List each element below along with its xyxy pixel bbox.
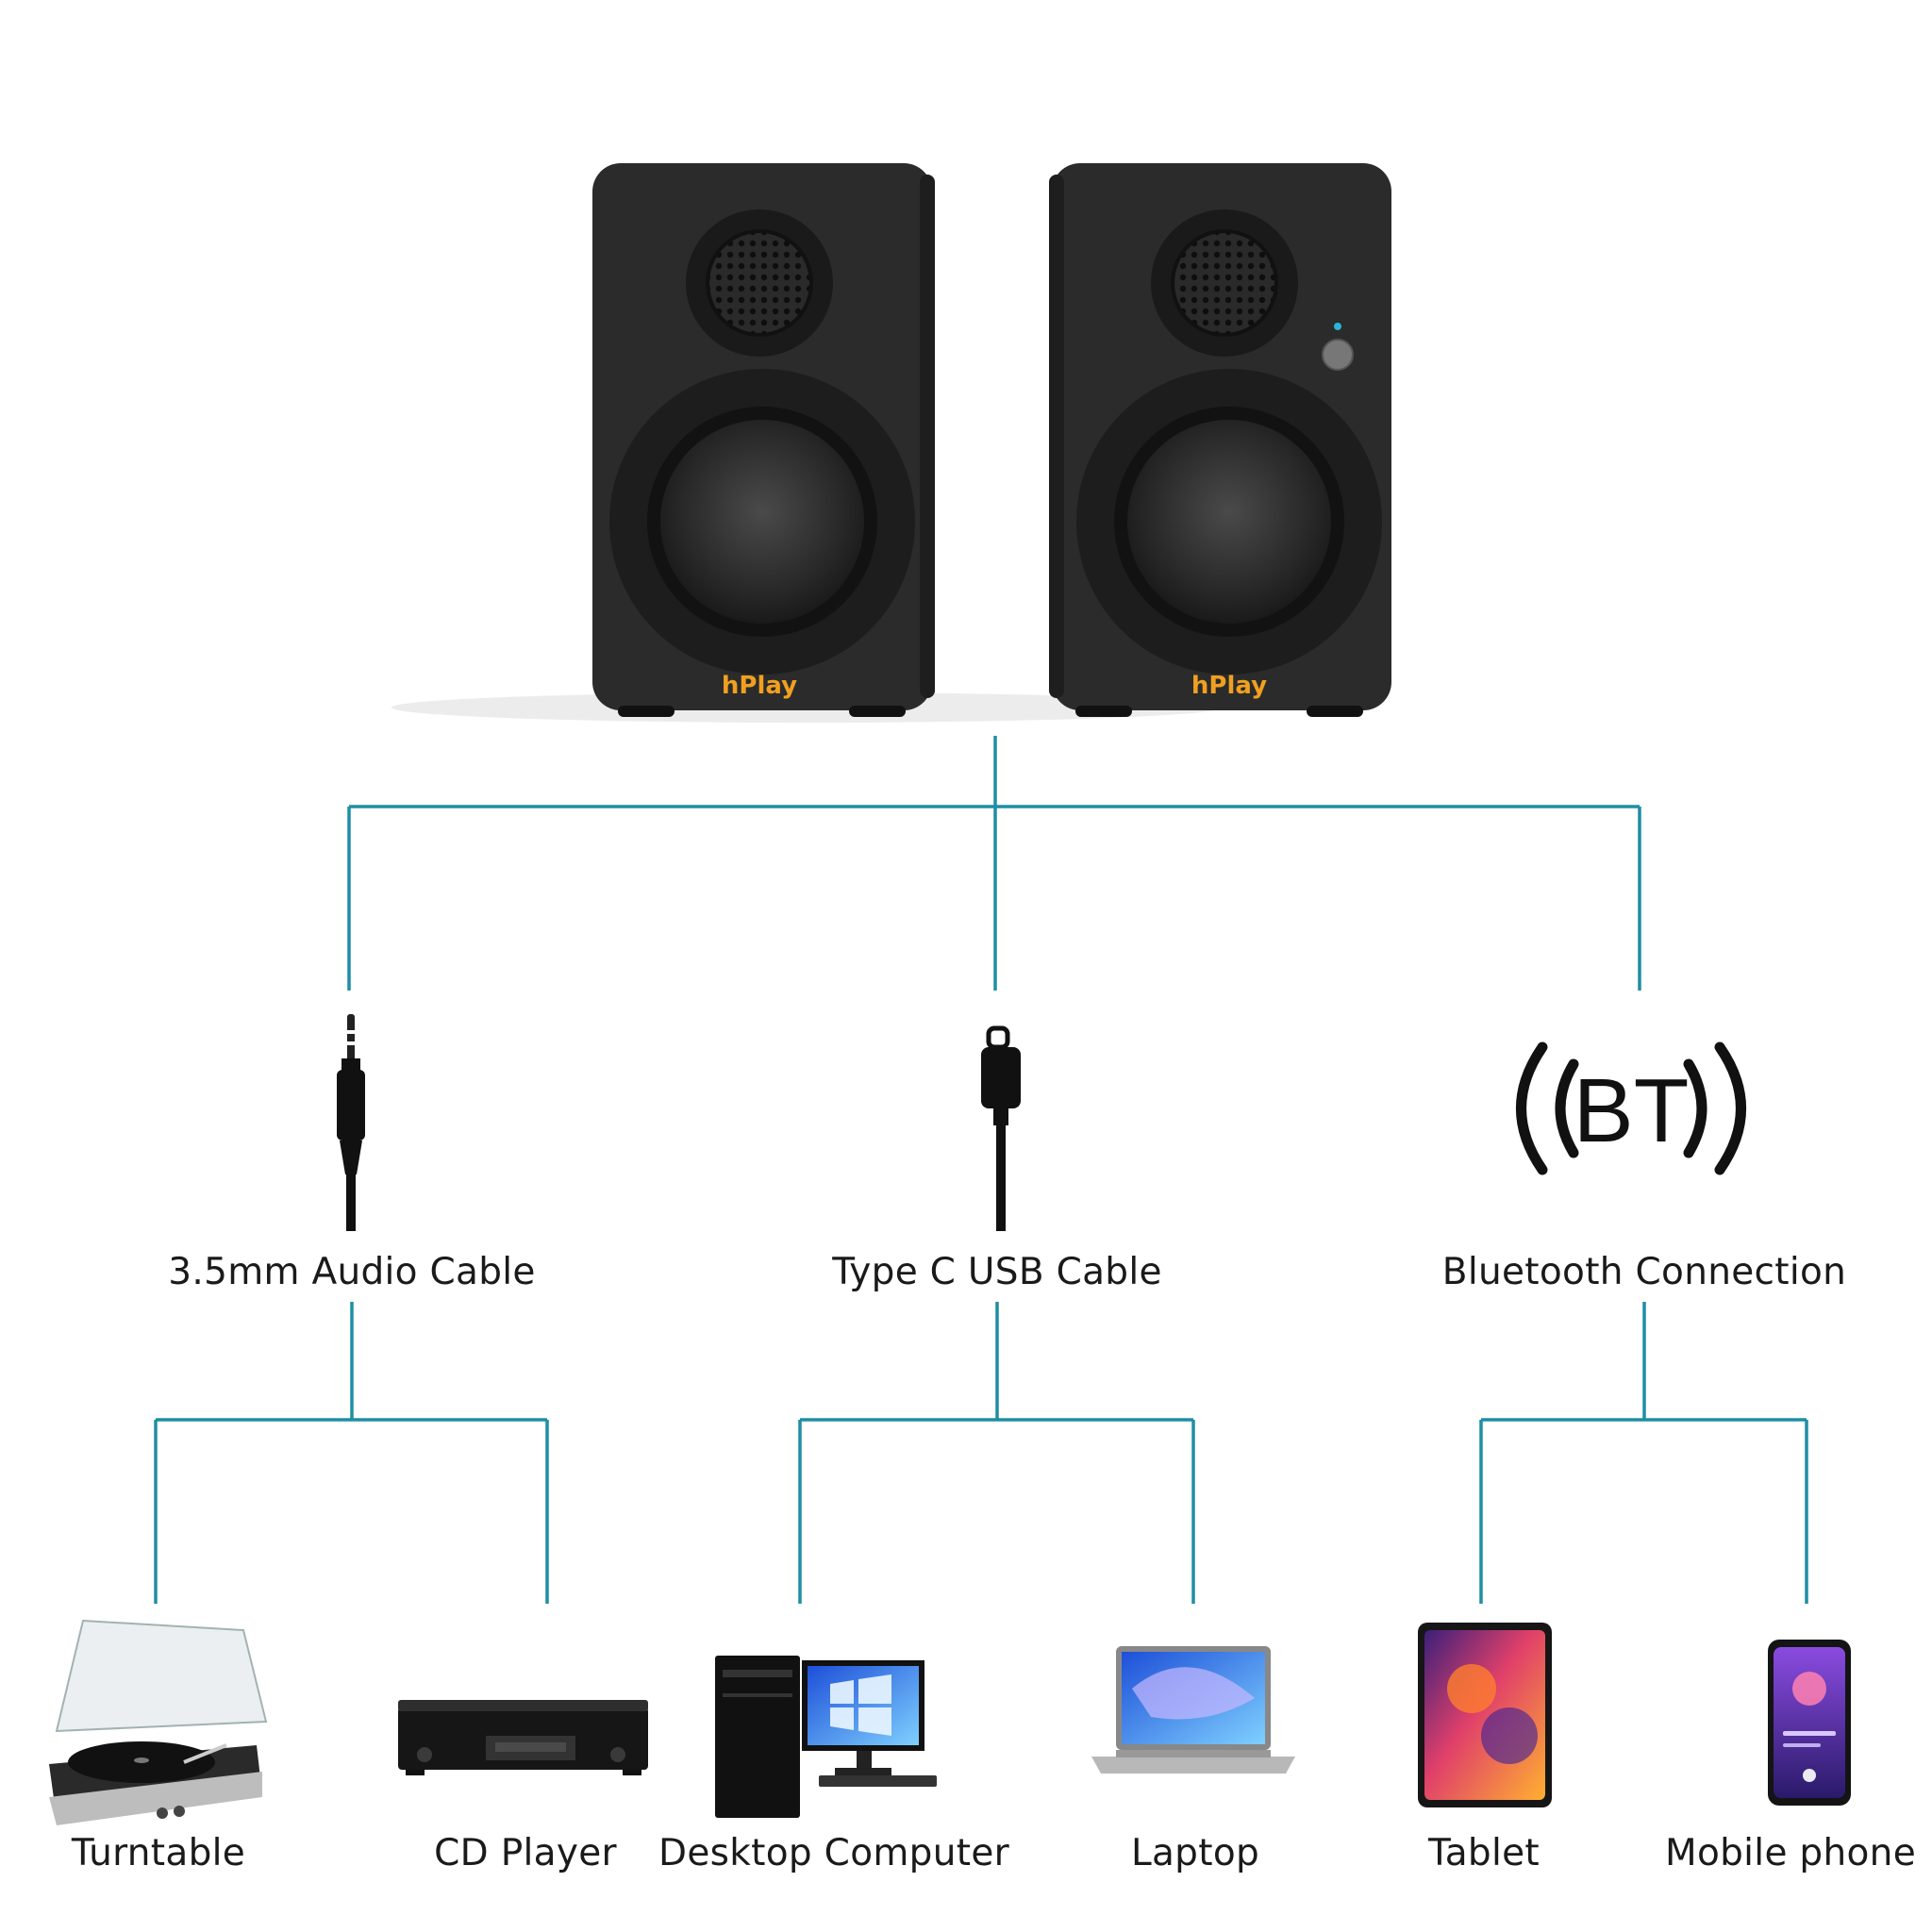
label-bluetooth: Bluetooth Connection [1441, 1251, 1847, 1293]
turntable-icon [49, 1619, 268, 1825]
label-aux-cable: 3.5mm Audio Cable [168, 1251, 536, 1293]
speaker-right-brand: hPlay [1191, 672, 1267, 700]
label-desktop-computer: Desktop Computer [658, 1832, 1009, 1874]
cd-player-icon [398, 1700, 648, 1775]
usb-c-icon [981, 1025, 1021, 1231]
mobile-phone-icon [1768, 1640, 1851, 1806]
label-laptop: Laptop [1130, 1832, 1260, 1874]
aux-jack-icon [337, 1014, 365, 1231]
desktop-computer-icon [715, 1656, 937, 1818]
tablet-icon [1418, 1623, 1552, 1807]
bluetooth-icon [1516, 1041, 1746, 1175]
speaker-left [391, 163, 1222, 723]
speaker-left-brand: hPlay [722, 672, 797, 700]
label-turntable: Turntable [71, 1832, 246, 1874]
label-usb-c-cable: Type C USB Cable [832, 1251, 1162, 1293]
label-tablet: Tablet [1428, 1832, 1540, 1874]
speaker-right [1049, 163, 1391, 717]
connector-lines [154, 736, 1808, 1604]
power-indicator-icon [1334, 323, 1341, 330]
label-mobile-phone: Mobile phone [1665, 1832, 1916, 1874]
label-cd-player: CD Player [434, 1832, 617, 1874]
volume-knob [1322, 339, 1354, 371]
laptop-icon [1091, 1646, 1295, 1774]
bluetooth-icon-text: BT [1574, 1060, 1690, 1161]
